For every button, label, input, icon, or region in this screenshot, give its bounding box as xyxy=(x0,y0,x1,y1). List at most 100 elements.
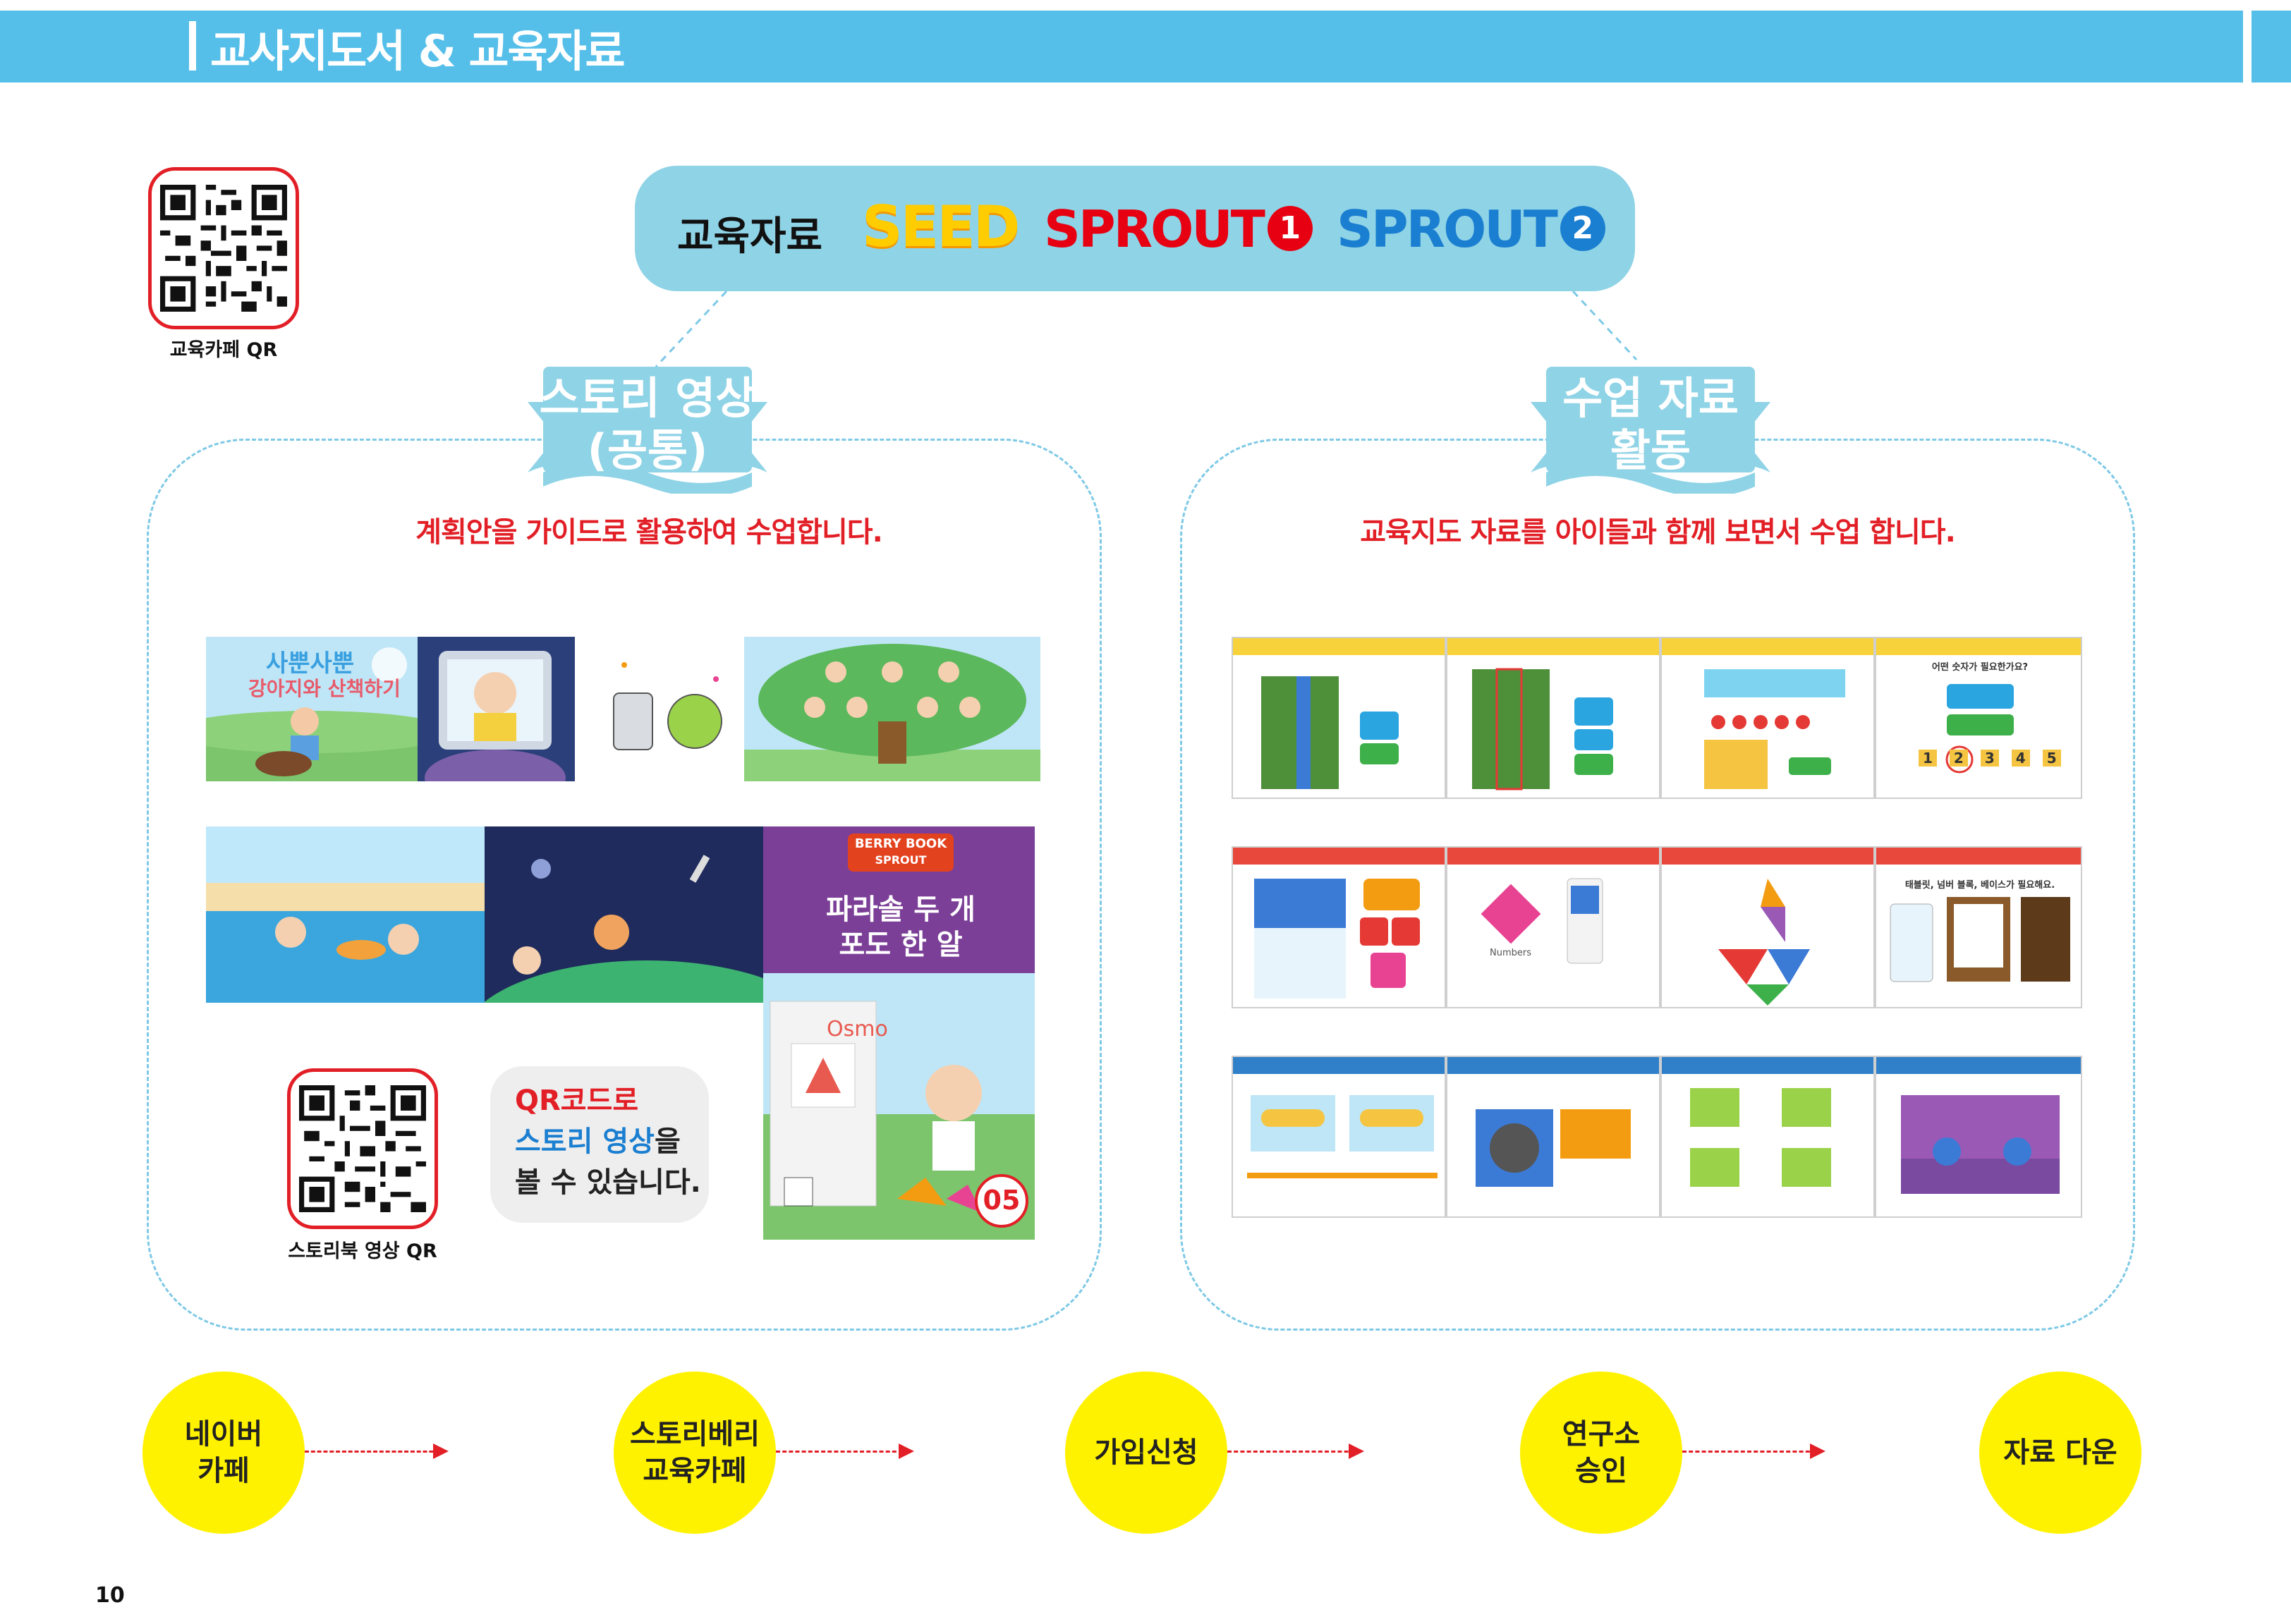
city-scene-illustration xyxy=(1901,1095,2060,1194)
slide-header-bar xyxy=(1662,638,1873,655)
cafe-qr-frame[interactable] xyxy=(148,167,299,329)
slide-header-bar xyxy=(1233,638,1445,655)
right-ribbon-line2: 활동 xyxy=(1610,425,1691,476)
arrow-right-icon xyxy=(1349,1443,1364,1459)
slide-prompt: 태블릿, 넘버 블록, 베이스가 필요해요. xyxy=(1904,880,2055,891)
step-download[interactable]: 자료 다운 xyxy=(1979,1372,2141,1534)
slide-header-bar xyxy=(1447,848,1659,865)
right-subtitle: 교육지도 자료를 아이들과 함께 보면서 수업 합니다. xyxy=(1360,516,1956,549)
flow-arrow-line xyxy=(776,1451,903,1453)
qr-note-line2: 스토리 영상을 xyxy=(515,1121,701,1162)
book-title-line1: 사뿐사뿐 xyxy=(266,649,355,678)
story-page-tablet-girl xyxy=(418,637,575,781)
header-accent-bar xyxy=(189,21,196,71)
qr-note-line3: 볼 수 있습니다. xyxy=(515,1166,701,1199)
berry-title-line1: 파라솔 두 개 xyxy=(826,893,976,926)
arrow-right-icon xyxy=(899,1443,914,1459)
berry-badge xyxy=(848,834,954,872)
materials-label: 교육자료 xyxy=(677,214,823,260)
story-page-space xyxy=(485,826,763,1003)
maze-grid-illustration xyxy=(1472,668,1613,790)
space-illustration xyxy=(485,855,763,1003)
left-ribbon-line2: (공통) xyxy=(587,425,708,476)
osmo-girl-illustration xyxy=(763,1001,1035,1240)
cover-number-badge: 05 xyxy=(975,1174,1028,1228)
numbers-app-label: Numbers xyxy=(1490,948,1531,958)
left-subtitle: 계획안을 가이드로 활용하여 수업합니다. xyxy=(415,516,883,549)
berry-sub-label: SPROUT xyxy=(875,853,927,867)
story-page-robots xyxy=(575,637,744,781)
step-join-request[interactable]: 가입신청 xyxy=(1065,1372,1227,1534)
sprout2-slide-3 xyxy=(1660,1056,1875,1218)
page-title: 교사지도서 & 교육자료 xyxy=(210,25,626,77)
materials-pill xyxy=(635,166,1635,291)
map-tiles-illustration xyxy=(1690,1088,1831,1187)
right-ribbon-shape xyxy=(1531,367,1770,494)
slide-header-bar xyxy=(1662,1057,1873,1074)
right-ribbon-title: 수업 자료 활동 xyxy=(1531,372,1770,477)
numbers-app-illustration xyxy=(1481,878,1603,964)
slide-header-bar xyxy=(1233,1057,1445,1074)
seed-slide-2 xyxy=(1446,637,1660,799)
arrow-right-icon xyxy=(1810,1443,1825,1459)
step-lab-approval[interactable]: 연구소 승인 xyxy=(1520,1372,1682,1534)
number-dice-illustration xyxy=(1254,879,1420,999)
page-number: 10 xyxy=(95,1583,125,1608)
left-ribbon-line1: 스토리 영상 xyxy=(539,372,756,424)
story-qr-frame[interactable] xyxy=(287,1068,438,1229)
slide-header-bar xyxy=(1662,848,1873,865)
robot-machine-illustration xyxy=(1476,1109,1631,1187)
number-3: 3 xyxy=(1980,750,1999,767)
left-ribbon-shape xyxy=(528,367,767,494)
pill-connectors xyxy=(655,290,1638,368)
step-naver-cafe[interactable]: 네이버 카페 xyxy=(142,1372,305,1534)
arrow-right-icon xyxy=(433,1443,449,1459)
story-page-cover: 사뿐사뿐 강아지와 산책하기 xyxy=(206,637,418,781)
strawberry-coding-illustration xyxy=(1704,669,1845,789)
qr-note-highlight: 스토리 영상 xyxy=(515,1125,655,1158)
tangram-swan-illustration xyxy=(1718,879,1810,1006)
sprout1-slide-1 xyxy=(1232,846,1446,1008)
berry-book-cover: BERRY BOOK SPROUT 파라솔 두 개 포도 한 알 xyxy=(763,826,1035,973)
sprout2-slide-1 xyxy=(1232,1056,1446,1218)
book-title-line2: 강아지와 산책하기 xyxy=(248,677,401,700)
slide-header-bar xyxy=(1876,638,2081,655)
qr-note-line1: QR코드로 xyxy=(515,1085,639,1117)
qr-code-icon xyxy=(160,185,287,312)
qr-note-text: QR코드로 스토리 영상을 볼 수 있습니다. xyxy=(515,1080,701,1203)
family-tree-illustration xyxy=(744,644,1040,781)
sprout1-slide-4: 태블릿, 넘버 블록, 베이스가 필요해요. xyxy=(1875,846,2082,1008)
slide-header-bar xyxy=(1876,1057,2081,1074)
qr-note-box: QR코드로 스토리 영상을 볼 수 있습니다. xyxy=(490,1066,709,1223)
flow-arrow-line xyxy=(1227,1451,1361,1453)
flow-arrow-line xyxy=(1682,1451,1816,1453)
qr-note-line2-rest: 을 xyxy=(654,1125,681,1158)
number-5: 5 xyxy=(2042,750,2061,767)
slide-prompt: 어떤 숫자가 필요한가요? xyxy=(1931,662,2029,673)
number-blocks-illustration xyxy=(1945,684,2014,774)
slide-header-bar xyxy=(1233,848,1445,865)
slide-header-bar xyxy=(1876,848,2081,865)
osmo-brand: Osmo xyxy=(827,1017,888,1042)
tablet-base-illustration xyxy=(1890,897,2070,982)
number-row: 1 2 3 4 5 xyxy=(1919,750,2081,767)
header-edge xyxy=(2252,11,2291,83)
number-1: 1 xyxy=(1919,750,1937,767)
slide-header-bar xyxy=(1447,1057,1659,1074)
sprout2-slide-2 xyxy=(1446,1056,1660,1218)
robots-illustration xyxy=(613,662,722,750)
sprout2-slide-4 xyxy=(1875,1056,2082,1218)
walking-dog-illustration xyxy=(206,647,418,781)
seed-label[interactable]: SEED xyxy=(862,194,1020,260)
qr-code-icon xyxy=(299,1085,426,1212)
maze-river-illustration xyxy=(1261,676,1399,789)
number-2: 2 xyxy=(1949,750,1968,767)
step-storyberry-cafe[interactable]: 스토리베리 교육카페 xyxy=(614,1372,776,1534)
header-bar xyxy=(0,11,2243,83)
tablet-girl-illustration xyxy=(425,651,566,781)
sprout2-text: SPROUT xyxy=(1337,200,1558,259)
osmo-cover: Osmo 05 xyxy=(763,973,1035,1240)
seed-slide-3 xyxy=(1660,637,1875,799)
